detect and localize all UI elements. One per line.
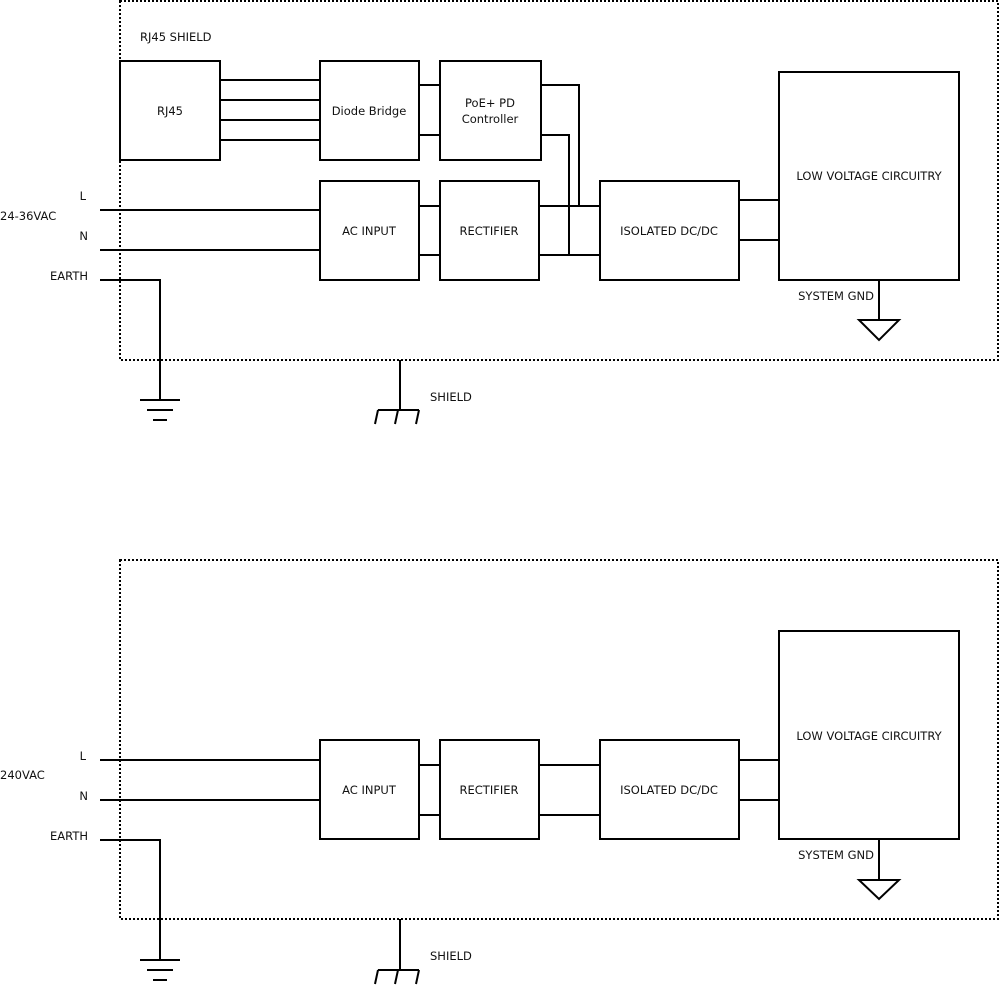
- shield-ground-label: SHIELD: [430, 390, 472, 404]
- diagram-poe-ac: RJ45 SHIELD: [0, 0, 999, 425]
- earth-label: EARTH: [50, 829, 88, 843]
- dcdc-to-lowvoltage-wires: [740, 199, 780, 241]
- system-ground-icon: [856, 879, 902, 901]
- earth-ground-icon: [140, 959, 180, 981]
- low-voltage-label: LOW VOLTAGE CIRCUITRY: [796, 169, 942, 183]
- line-n-label: N: [79, 789, 88, 803]
- diagram-ac-only: AC INPUT RECTIFIER ISOLATED DC/DC LOW VO…: [0, 559, 999, 985]
- isolated-dcdc-block: ISOLATED DC/DC: [599, 180, 740, 281]
- supply-voltage-label: 240VAC: [0, 768, 45, 782]
- isolated-dcdc-label: ISOLATED DC/DC: [620, 783, 718, 797]
- earth-ground-icon: [140, 399, 180, 421]
- rj45-shield-enclosure: [119, 0, 999, 361]
- low-voltage-block: LOW VOLTAGE CIRCUITRY: [778, 630, 960, 840]
- ac-line-wires: [100, 759, 320, 960]
- ac-input-label: AC INPUT: [342, 783, 397, 797]
- earth-label: EARTH: [50, 269, 88, 283]
- line-n-label: N: [79, 229, 88, 243]
- controller-to-dcdc-wires: [542, 84, 580, 255]
- system-gnd-label: SYSTEM GND: [798, 289, 874, 303]
- rectifier-label: RECTIFIER: [460, 224, 519, 238]
- shield-enclosure: [119, 559, 999, 920]
- poe-controller-label-line2: Controller: [462, 112, 519, 126]
- rectifier-label: RECTIFIER: [460, 783, 519, 797]
- chassis-ground-icon: [374, 360, 420, 425]
- rj45-label: RJ45: [157, 104, 183, 118]
- isolated-dcdc-block: ISOLATED DC/DC: [599, 739, 740, 840]
- diode-bridge-label: Diode Bridge: [332, 104, 407, 118]
- rectifier-block: RECTIFIER: [439, 180, 540, 281]
- poe-controller-block: PoE+ PD Controller: [439, 60, 542, 161]
- rectifier-to-dcdc-wires: [540, 205, 600, 256]
- supply-voltage-label: 24-36VAC: [0, 209, 56, 223]
- rj45-pairs-wires: [220, 79, 320, 141]
- diode-bridge-block: Diode Bridge: [319, 60, 420, 161]
- dcdc-to-lowvoltage-wires: [740, 759, 780, 801]
- rectifier-to-dcdc-wires: [540, 764, 600, 816]
- rj45-shield-label: RJ45 SHIELD: [140, 30, 212, 44]
- chassis-ground-icon: [374, 919, 420, 985]
- ac-line-wires: [100, 209, 320, 400]
- acinput-to-rectifier-wires: [420, 205, 440, 256]
- line-l-label: L: [80, 189, 87, 203]
- low-voltage-label: LOW VOLTAGE CIRCUITRY: [796, 729, 942, 743]
- bridge-to-controller-wires: [420, 84, 440, 136]
- low-voltage-block: LOW VOLTAGE CIRCUITRY: [778, 71, 960, 281]
- ac-input-block: AC INPUT: [319, 739, 420, 840]
- poe-controller-label-line1: PoE+ PD: [465, 96, 515, 110]
- line-l-label: L: [80, 749, 87, 763]
- shield-ground-label: SHIELD: [430, 949, 472, 963]
- system-ground-icon: [856, 319, 902, 342]
- system-gnd-label: SYSTEM GND: [798, 848, 874, 862]
- isolated-dcdc-label: ISOLATED DC/DC: [620, 224, 718, 238]
- ac-input-block: AC INPUT: [319, 180, 420, 281]
- acinput-to-rectifier-wires: [420, 764, 440, 816]
- rj45-block: RJ45: [119, 60, 221, 161]
- ac-input-label: AC INPUT: [342, 224, 397, 238]
- rectifier-block: RECTIFIER: [439, 739, 540, 840]
